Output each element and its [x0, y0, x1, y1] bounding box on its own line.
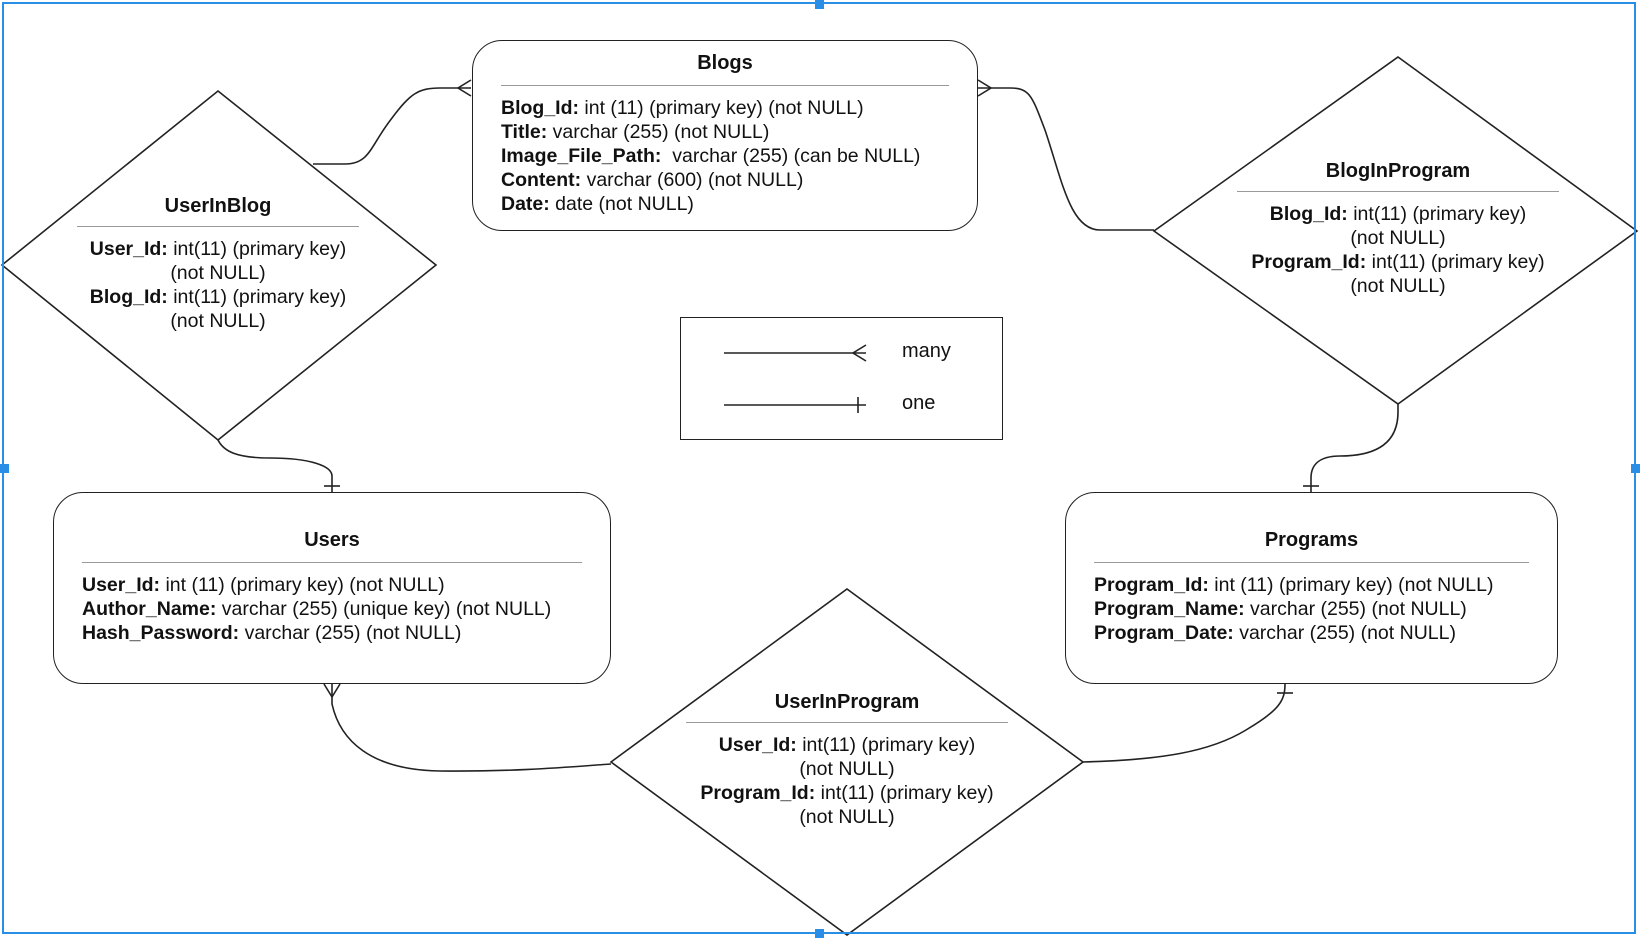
crowfoot-blogs-right: [977, 79, 993, 97]
selection-handle-top[interactable]: [815, 0, 824, 9]
entity-users-title: Users: [304, 529, 360, 551]
entity-programs-attributes: Program_Id: int (11) (primary key) (not …: [1066, 573, 1557, 645]
connector-blogs-bloginprogram: [978, 87, 1154, 231]
legend-many-crowfoot: [851, 344, 867, 362]
legend-many-label: many: [902, 340, 951, 362]
relationship-userinblog-title: UserInBlog: [164, 195, 272, 217]
relationship-bloginprogram-divider: [1237, 191, 1559, 192]
entity-users-divider: [82, 562, 582, 563]
userinprogram-diamond: [609, 588, 1085, 936]
entity-users[interactable]: Users User_Id: int (11) (primary key) (n…: [53, 492, 611, 684]
attribute-row: User_Id: int (11) (primary key) (not NUL…: [82, 574, 445, 596]
connector-users-userinprogram: [331, 684, 612, 772]
selection-handle-right[interactable]: [1631, 464, 1640, 473]
attribute-row: Blog_Id: int (11) (primary key) (not NUL…: [501, 97, 864, 119]
relationship-userinblog-divider: [77, 226, 359, 227]
attribute-row: Program_Id: int(11) (primary key): [700, 782, 994, 804]
attribute-row: Program_Id: int (11) (primary key) (not …: [1094, 574, 1494, 596]
attribute-row: Program_Date: varchar (255) (not NULL): [1094, 622, 1456, 644]
entity-blogs-divider: [501, 85, 949, 86]
relationship-userinprogram-divider: [686, 722, 1008, 723]
attribute-row: Program_Id: int(11) (primary key): [1251, 251, 1545, 273]
attribute-row: Date: date (not NULL): [501, 193, 694, 215]
attribute-row: (not NULL): [170, 310, 266, 332]
attribute-row: Blog_Id: int(11) (primary key): [1269, 203, 1527, 225]
relationship-bloginprogram[interactable]: BlogInProgram Blog_Id: int(11) (primary …: [1228, 159, 1568, 298]
relationship-userinprogram[interactable]: UserInProgram User_Id: int(11) (primary …: [677, 690, 1017, 829]
attribute-row: User_Id: int(11) (primary key): [89, 238, 347, 260]
attribute-row: Blog_Id: int(11) (primary key): [89, 286, 347, 308]
attribute-row: Content: varchar (600) (not NULL): [501, 169, 804, 191]
connector-userinprogram-programs: [1082, 683, 1286, 763]
entity-blogs-attributes: Blog_Id: int (11) (primary key) (not NUL…: [473, 96, 977, 216]
attribute-row: Author_Name: varchar (255) (unique key) …: [82, 598, 552, 620]
entity-users-attributes: User_Id: int (11) (primary key) (not NUL…: [54, 573, 610, 645]
selection-handle-bottom[interactable]: [815, 929, 824, 938]
attribute-row: Hash_Password: varchar (255) (not NULL): [82, 622, 462, 644]
entity-blogs[interactable]: Blogs Blog_Id: int (11) (primary key) (n…: [472, 40, 978, 231]
attribute-row: (not NULL): [799, 758, 895, 780]
attribute-row: (not NULL): [799, 806, 895, 828]
selection-handle-left[interactable]: [0, 464, 9, 473]
attribute-row: (not NULL): [170, 262, 266, 284]
legend-one-label: one: [902, 392, 936, 414]
attribute-row: (not NULL): [1350, 275, 1446, 297]
attribute-row: User_Id: int(11) (primary key): [718, 734, 976, 756]
legend-box[interactable]: [680, 317, 1003, 440]
entity-programs-divider: [1094, 562, 1529, 563]
entity-programs-title: Programs: [1264, 529, 1359, 551]
attribute-row: Image_File_Path: varchar (255) (can be N…: [501, 145, 921, 167]
connector-userinblog-users: [217, 439, 333, 492]
attribute-row: Program_Name: varchar (255) (not NULL): [1094, 598, 1467, 620]
relationship-bloginprogram-title: BlogInProgram: [1325, 160, 1471, 182]
crowfoot-users-bottom: [323, 683, 341, 699]
attribute-row: (not NULL): [1350, 227, 1446, 249]
connector-bloginprogram-programs: [1310, 404, 1399, 492]
entity-blogs-title: Blogs: [697, 52, 753, 74]
relationship-userinprogram-title: UserInProgram: [774, 691, 920, 713]
crowfoot-blogs-left: [456, 79, 472, 97]
connector-userinblog-blogs: [313, 87, 471, 165]
entity-programs[interactable]: Programs Program_Id: int (11) (primary k…: [1065, 492, 1558, 684]
attribute-row: Title: varchar (255) (not NULL): [501, 121, 770, 143]
relationship-userinblog[interactable]: UserInBlog User_Id: int(11) (primary key…: [70, 194, 366, 333]
